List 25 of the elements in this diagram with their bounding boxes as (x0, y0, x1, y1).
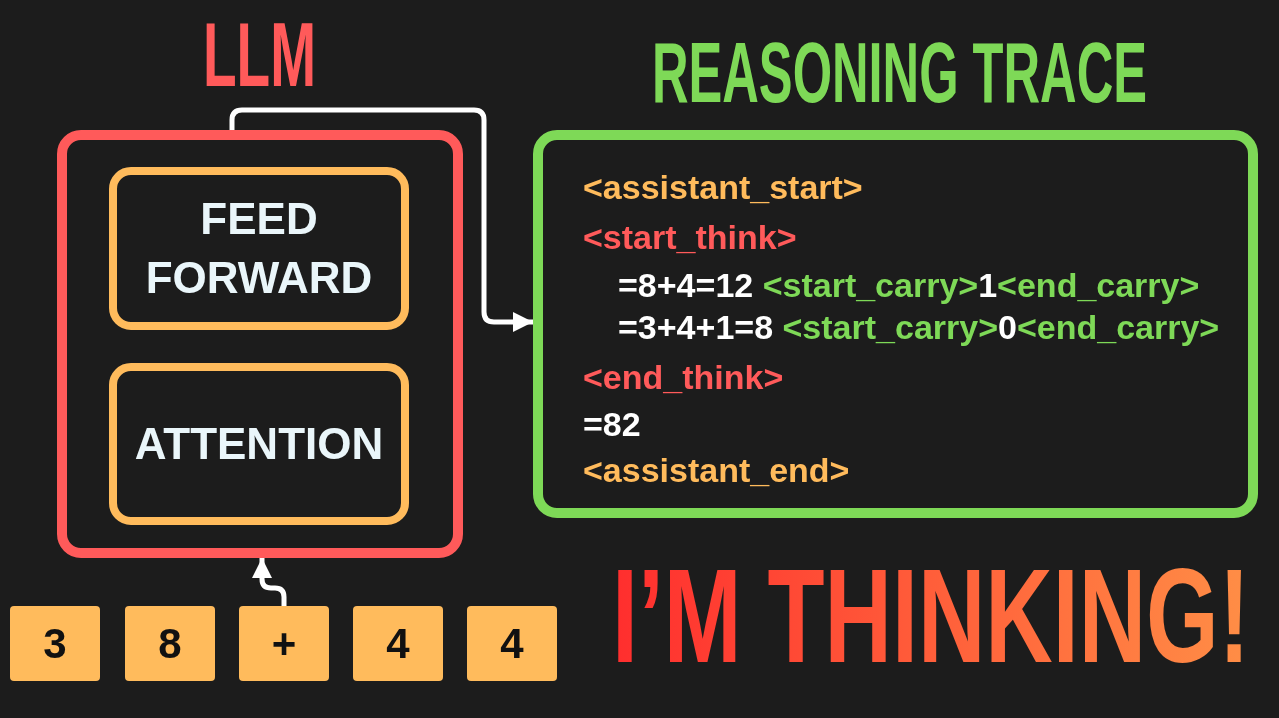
token-tile (125, 606, 215, 681)
token-text: 4 (500, 622, 524, 665)
token-text: + (271, 622, 297, 665)
code-line: <assistant_end> (583, 450, 850, 490)
token-tile (10, 606, 100, 681)
code-line: =3+4+1=8 <start_carry>0<end_carry> (618, 307, 1220, 347)
token-tile (239, 606, 329, 681)
token-tile (353, 606, 443, 681)
layer-label: ATTENTION (134, 417, 384, 470)
arrow (229, 107, 533, 332)
code-line: <start_think> (583, 217, 797, 257)
token-text: 4 (386, 622, 410, 665)
layer-box (109, 363, 409, 525)
code-line: =8+4=12 <start_carry>1<end_carry> (618, 265, 1200, 305)
layer-box (109, 167, 409, 330)
code-line: <assistant_start> (583, 167, 863, 207)
panel-title: REASONING TRACE (652, 38, 1147, 107)
token-text: 8 (158, 622, 182, 665)
token-tile (467, 606, 557, 681)
code-line: <end_think> (583, 357, 784, 397)
block-title: LLM (203, 19, 316, 92)
layer-label: FEED FORWARD (144, 193, 374, 304)
code-line: =82 (583, 404, 641, 444)
arrow (252, 558, 287, 606)
token-text: 3 (43, 622, 67, 665)
